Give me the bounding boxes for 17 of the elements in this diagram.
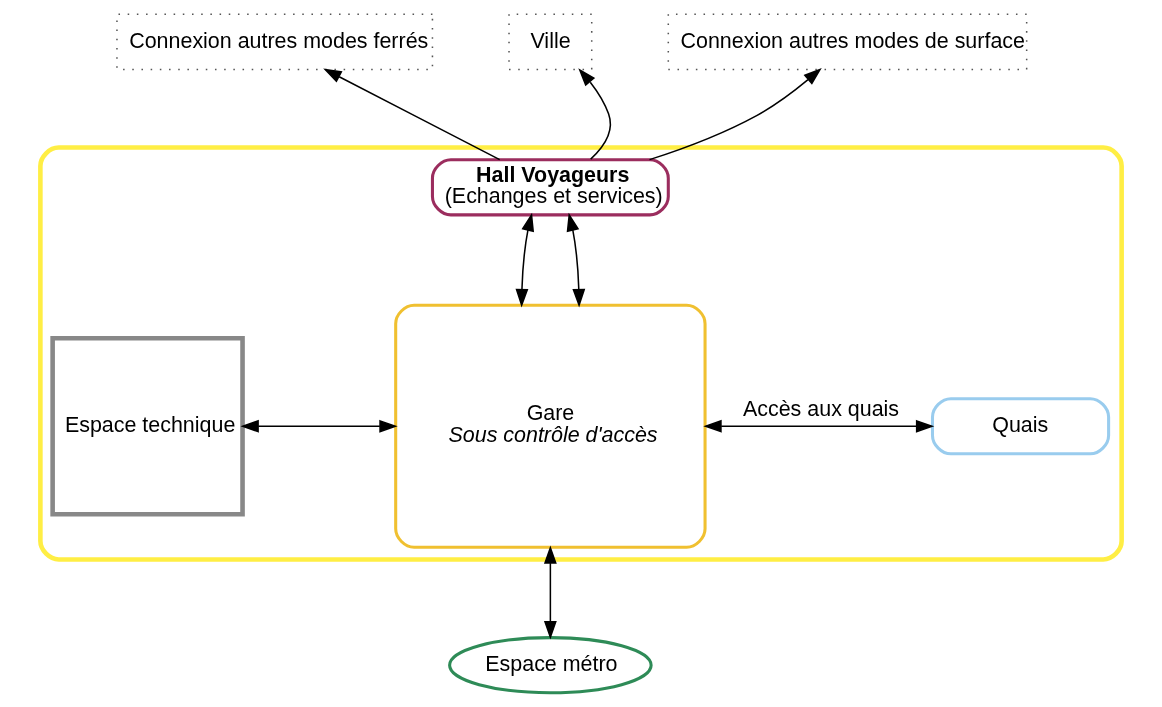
node-box: Hall Voyageurs (Echanges et services) [430, 158, 670, 217]
arrow [543, 545, 557, 640]
node-box: Ville [508, 13, 593, 71]
node-ellipse: Espace métro [448, 636, 653, 695]
arrow [515, 212, 535, 308]
arrow [323, 68, 501, 161]
node-box: Gare Sous contrôle d'accès [394, 303, 707, 549]
arrow [240, 419, 398, 433]
arrow [566, 212, 586, 308]
node-box: Espace technique [50, 335, 245, 517]
node-box: Quais [930, 397, 1111, 456]
arrow [648, 67, 822, 161]
edge-label: Accès aux quais [742, 396, 900, 421]
node-box: Connexion autres modes ferrés [116, 13, 434, 71]
arrow [578, 68, 612, 160]
node-box: Connexion autres modes de surface [667, 13, 1028, 71]
arrow [703, 419, 935, 433]
